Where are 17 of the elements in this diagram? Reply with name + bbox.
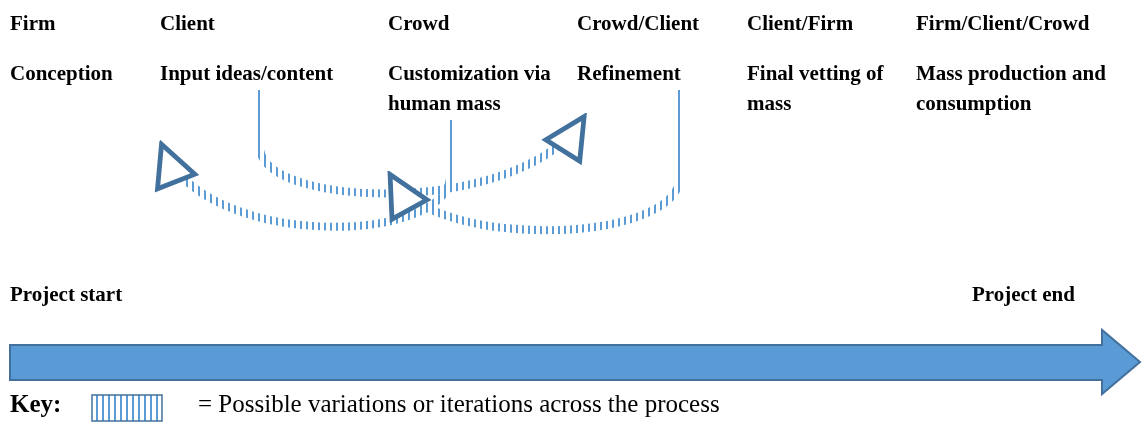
stage-label: Input ideas/content xyxy=(160,60,335,87)
actor-heading: Crowd xyxy=(388,10,451,37)
stage-label: Refinement xyxy=(577,60,682,87)
curved-arrow xyxy=(256,90,587,198)
stage-label: Mass production and consumption xyxy=(916,60,1107,117)
stage-label: Final vetting of mass xyxy=(747,60,885,117)
timeline-start-label: Project start xyxy=(10,282,123,307)
timeline-end-label: Project end xyxy=(972,282,1075,307)
actor-heading: Crowd/Client xyxy=(577,10,701,37)
legend-text: = Possible variations or iterations across the process xyxy=(198,390,720,418)
actor-heading: Firm xyxy=(10,10,57,37)
key-label: Key: xyxy=(10,390,62,418)
actor-heading: Client xyxy=(160,10,216,37)
actor-heading: Firm/Client/Crowd xyxy=(916,10,1091,37)
stage-label: Conception xyxy=(10,60,114,87)
stage-label: Customization via human mass xyxy=(388,60,552,117)
actor-heading: Client/Firm xyxy=(747,10,855,37)
